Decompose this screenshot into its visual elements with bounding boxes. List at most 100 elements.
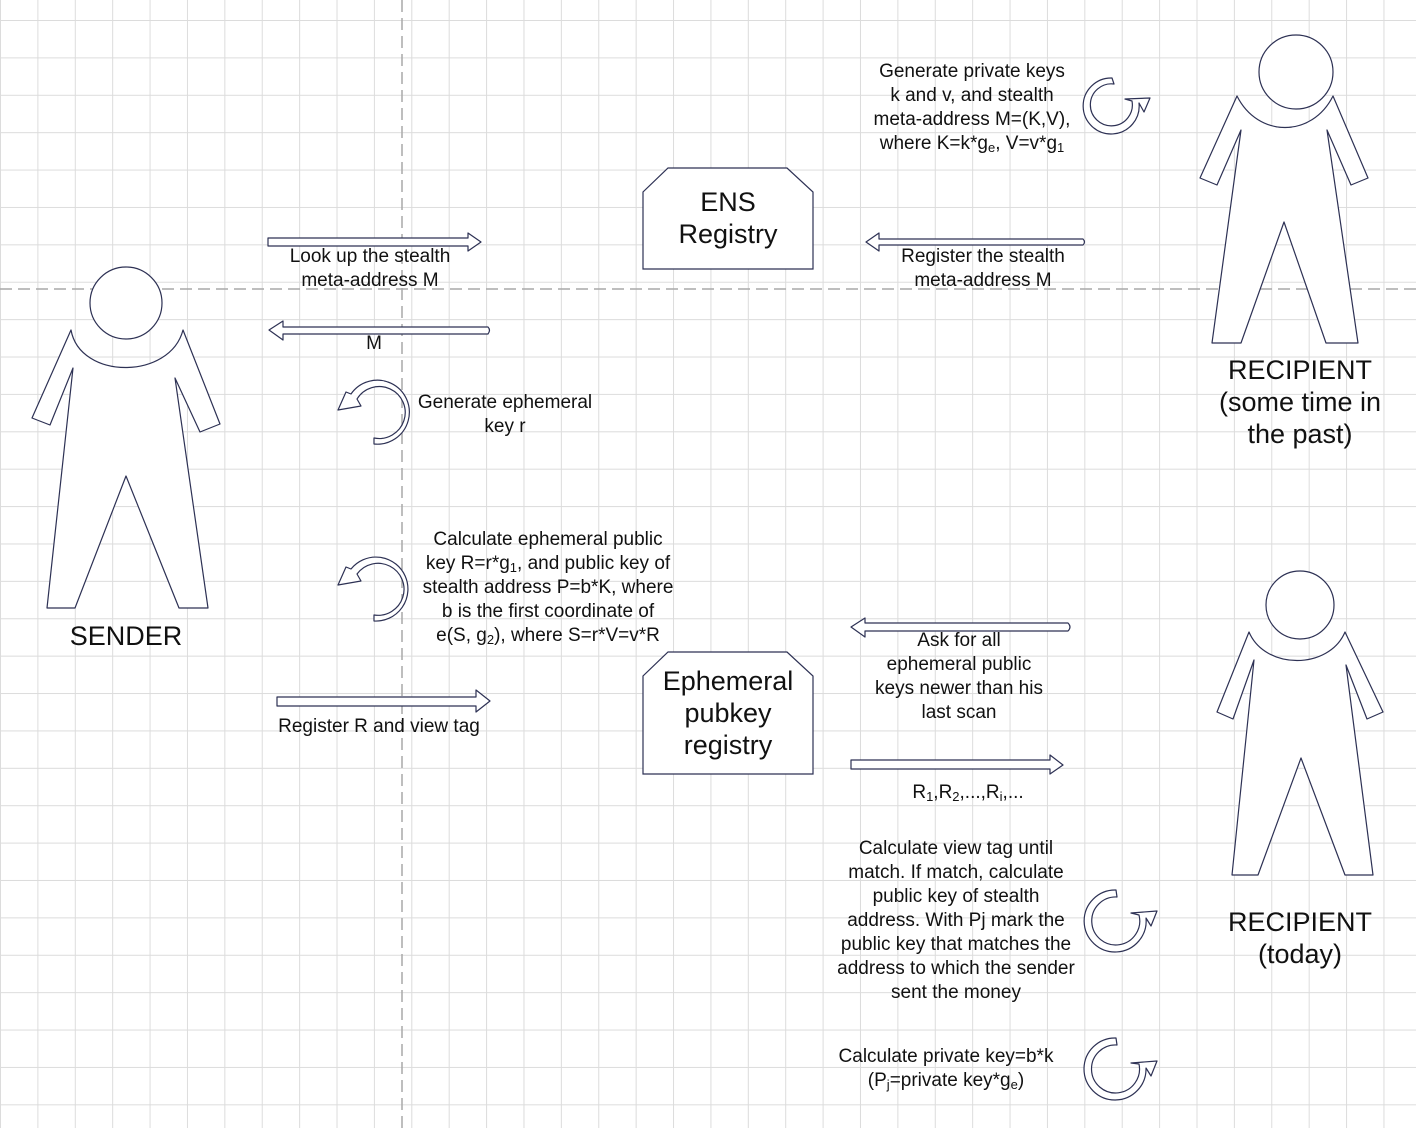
subscript: e	[1010, 1077, 1018, 1092]
label-line: Ephemeral	[662, 666, 794, 696]
label-line: Register the stealth	[863, 245, 1103, 269]
label-line: address. With Pj mark the	[816, 909, 1096, 933]
gen-ephemeral-label: Generate ephemeral key r	[395, 391, 615, 439]
label-line: b is the first coordinate of	[400, 600, 696, 624]
label-text: e(S, g	[436, 625, 487, 646]
sender-label: SENDER	[46, 620, 206, 652]
label-text: ), where S=r*V=v*R	[494, 625, 660, 646]
label-line: last scan	[849, 701, 1069, 725]
register-r-label: Register R and view tag	[250, 715, 508, 739]
label-line: M	[344, 332, 404, 356]
label-text: Generate ephemeral	[417, 392, 593, 413]
label-text: sent the money	[891, 982, 1021, 1003]
label-line: meta-address M	[863, 269, 1103, 293]
label-line: ephemeral public	[849, 653, 1069, 677]
label-text: public key of stealth	[872, 886, 1040, 907]
label-line: (today)	[1257, 939, 1343, 969]
sender-figure	[31, 266, 221, 609]
label-line: match. If match, calculate	[816, 861, 1096, 885]
label-line: keys newer than his	[849, 677, 1069, 701]
generate-keys-label: Generate private keys k and v, and stealt…	[841, 60, 1103, 156]
label-text: Look up the stealth	[289, 246, 451, 267]
label-text: R	[912, 782, 927, 803]
label-line: Registry	[678, 219, 778, 249]
label-text: address. With Pj mark the	[847, 910, 1065, 931]
label-text: ,R	[933, 782, 953, 803]
label-line: address to which the sender	[816, 957, 1096, 981]
return-m-arrow	[268, 320, 491, 341]
label-line: the past)	[1247, 419, 1353, 449]
cycle-icon-view-tag	[1083, 889, 1158, 953]
label-text: Generate private keys	[879, 61, 1065, 82]
label-text: M	[366, 333, 382, 354]
r-list-arrow	[850, 754, 1064, 775]
r-list-label: R1,R2,...,Ri,...	[868, 781, 1068, 805]
label-line: Register R and view tag	[250, 715, 508, 739]
subscript: 2	[952, 789, 960, 804]
label-text: public key that matches the	[840, 934, 1072, 955]
recipient-past-figure	[1199, 34, 1369, 344]
label-line: meta-address M	[250, 269, 490, 293]
lookup-arrow	[267, 232, 482, 252]
label-text: meta-address M	[914, 270, 1052, 291]
label-text: keys newer than his	[875, 678, 1043, 699]
label-text: , and public key of	[517, 553, 671, 574]
label-line: key R=r*g1, and public key of	[400, 552, 696, 576]
subscript: i	[999, 789, 1003, 804]
label-line: pubkey	[684, 698, 772, 728]
label-line: public key of stealth	[816, 885, 1096, 909]
label-line: meta-address M=(K,V),	[841, 108, 1103, 132]
label-text: key R=r*g	[425, 553, 510, 574]
label-text: key r	[484, 416, 526, 437]
label-line: sent the money	[816, 981, 1096, 1005]
cycle-icon-calc-ephemeral	[337, 556, 409, 622]
label-line: ENS	[700, 187, 756, 217]
subscript: 1	[926, 789, 934, 804]
label-line: stealth address P=b*K, where	[400, 576, 696, 600]
label-text: )	[1017, 1070, 1025, 1091]
label-line: k and v, and stealth	[841, 84, 1103, 108]
sender-label-text: SENDER	[69, 621, 183, 651]
label-text: ,...,R	[959, 782, 1000, 803]
label-text: (P	[867, 1070, 887, 1091]
label-line: Generate ephemeral	[395, 391, 615, 415]
ask-keys-label: Ask for all ephemeral public keys newer th…	[849, 629, 1069, 725]
return-m-label: M	[344, 332, 404, 356]
label-text: =private key*g	[889, 1070, 1011, 1091]
calc-private-label: Calculate private key=b*k(Pj=private key…	[816, 1045, 1076, 1093]
label-line: Calculate ephemeral public	[400, 528, 696, 552]
label-text: Register R and view tag	[278, 716, 480, 737]
label-line: registry	[683, 730, 773, 760]
label-line: (Pj=private key*ge)	[816, 1069, 1076, 1093]
label-line: e(S, g2), where S=r*V=v*R	[400, 624, 696, 648]
ens-registry-box	[642, 167, 814, 270]
label-text: stealth address P=b*K, where	[422, 577, 674, 598]
label-line: Calculate view tag until	[816, 837, 1096, 861]
register-meta-label: Register the stealth meta-address M	[863, 245, 1103, 293]
label-text: meta-address M	[301, 270, 439, 291]
label-text: match. If match, calculate	[848, 862, 1064, 883]
register-r-arrow	[276, 689, 491, 713]
label-text: Calculate ephemeral public	[433, 529, 663, 550]
label-text: , V=v*g	[995, 133, 1058, 154]
cycle-icon-gen-ephemeral	[337, 379, 410, 445]
label-line: RECIPIENT	[1227, 907, 1373, 937]
label-text: Ask for all	[917, 630, 1001, 651]
ephemeral-registry-box	[642, 651, 814, 775]
label-line: Look up the stealth	[250, 245, 490, 269]
label-text: ephemeral public	[886, 654, 1032, 675]
label-text: where K=k*g	[879, 133, 988, 154]
lookup-meta-label: Look up the stealth meta-address M	[250, 245, 490, 293]
recipient-today-label: RECIPIENT(today)	[1190, 906, 1410, 970]
label-text: k and v, and stealth	[890, 85, 1054, 106]
label-line: public key that matches the	[816, 933, 1096, 957]
label-line: key r	[395, 415, 615, 439]
label-text: Register the stealth	[901, 246, 1065, 267]
label-line: R1,R2,...,Ri,...	[868, 781, 1068, 805]
label-line: Generate private keys	[841, 60, 1103, 84]
